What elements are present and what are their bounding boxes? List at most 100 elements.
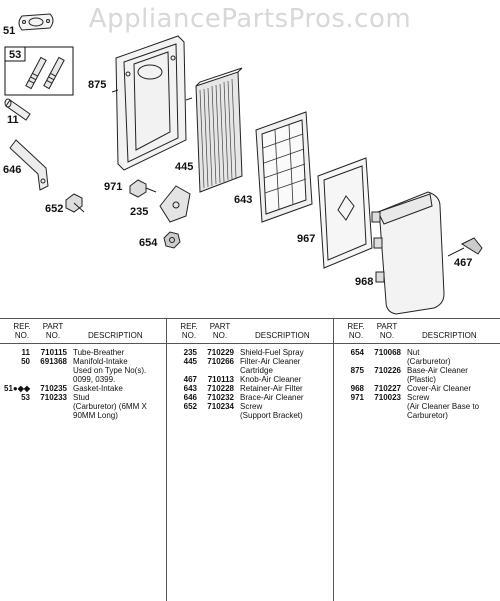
part-51-gasket [18,13,54,31]
part-description: Shield-Fuel Spray [240,348,334,357]
callout-445: 445 [175,161,193,173]
description-line: (Carburetor) [407,357,451,366]
part-875-base [111,35,193,171]
part-53-studs [4,46,74,96]
part-description: Base-Air Cleaner(Plastic) [407,366,500,384]
part-235-shield [159,185,191,223]
parts-row: 235 710229 Shield-Fuel Spray [167,348,334,357]
header-part: PART [42,322,64,331]
ref-number: 968 [350,384,364,393]
part-968-cover [371,191,445,315]
ref-number: 11 [21,348,30,357]
ref-number: 467 [183,375,197,384]
part-description: Gasket-Intake [73,384,166,393]
callout-875: 875 [88,79,106,91]
ref-number: 235 [183,348,197,357]
ref-number: 646 [183,393,197,402]
description-line: (Air Cleaner Base to [407,402,480,411]
part-652-screw [65,193,85,213]
description-line: Stud [73,393,90,402]
part-number: 710266 [207,357,234,366]
callout-235: 235 [130,206,148,218]
part-description: Tube-Breather [73,348,166,357]
parts-row: 11 710115 Tube-Breather [0,348,166,357]
header-description: DESCRIPTION [88,331,143,340]
description-line: Screw [407,393,430,402]
part-number: 710229 [207,348,234,357]
part-654-nut [163,231,181,249]
description-line: Screw [240,402,263,411]
description-line: Used on Type No(s). [73,366,147,375]
part-11-tube [4,98,31,121]
description-line: Knob-Air Cleaner [240,375,302,384]
part-445-filter [195,67,243,193]
description-line: Manifold-Intake [73,357,128,366]
ref-number: 971 [350,393,364,402]
description-line: Cartridge [240,366,273,375]
part-467-knob [447,237,483,257]
part-number: 710227 [374,384,401,393]
callout-51: 51 [3,25,15,37]
ref-number: 445 [183,357,197,366]
ref-number: 652 [183,402,197,411]
watermark: AppliancePartsPros.com [88,4,412,34]
part-number: 710113 [207,375,234,384]
part-number: 710068 [374,348,401,357]
part-number: 710232 [207,393,234,402]
callout-labels: 51 53 875 11 445 646 971 652 235 643 654… [3,25,472,288]
callout-967: 967 [297,233,315,245]
description-line: Retainer-Air Filter [240,384,303,393]
ref-number: 51●◆◆ [4,384,31,393]
part-number: 710226 [374,366,401,375]
description-line: Base-Air Cleaner [407,366,468,375]
part-number: 691368 [40,357,67,366]
exploded-parts-diagram: 51 53 875 11 445 646 971 652 235 643 654… [3,13,483,315]
callout-467: 467 [454,257,472,269]
parts-row: 467 710113 Knob-Air Cleaner [167,375,334,384]
callout-968: 968 [355,276,373,288]
part-description: Nut(Carburetor) [407,348,500,366]
part-643-retainer [255,111,313,223]
description-line: Carburetor) [407,411,448,420]
part-646-brace [9,139,49,191]
callout-646: 646 [3,164,21,176]
description-line: Gasket-Intake [73,384,123,393]
header-ref: REF. [13,322,31,331]
description-line: 0099, 0399. [73,375,116,384]
description-line: Cover-Air Cleaner [407,384,472,393]
description-line: Shield-Fuel Spray [240,348,304,357]
part-number: 710234 [207,402,234,411]
ref-number: 875 [350,366,364,375]
description-line: Nut [407,348,420,357]
part-number: 710235 [40,384,67,393]
part-description: Knob-Air Cleaner [240,375,334,384]
part-description: Screw(Support Bracket) [240,402,334,420]
description-line: (Support Bracket) [240,411,303,420]
part-number: 710115 [40,348,67,357]
callout-643: 643 [234,194,252,206]
part-971-screw [129,179,157,198]
description-line: (Plastic) [407,375,436,384]
part-number: 710233 [40,393,67,402]
part-number: 710023 [374,393,401,402]
part-967-element [317,157,373,269]
callout-11: 11 [7,114,19,126]
description-line: Filter-Air Cleaner [240,357,301,366]
ref-number: 643 [183,384,197,393]
ref-number: 654 [350,348,364,357]
callout-53: 53 [9,49,21,61]
description-line: 90MM Long) [73,411,118,420]
